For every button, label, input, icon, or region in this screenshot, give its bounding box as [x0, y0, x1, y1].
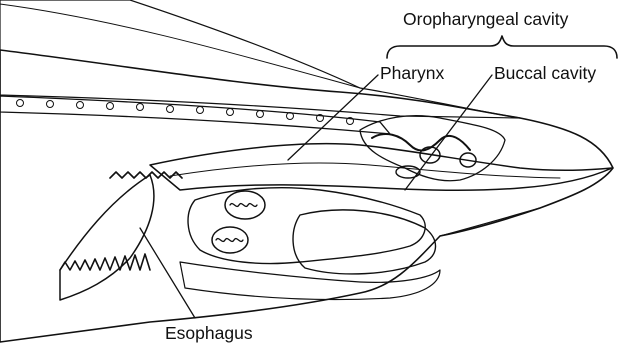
- vertebrae: [17, 100, 354, 125]
- jaw-muscle: [293, 210, 435, 274]
- vertebral-band: [0, 96, 390, 134]
- label-oropharyngeal-cavity: Oropharyngeal cavity: [403, 9, 569, 29]
- label-esophagus: Esophagus: [165, 323, 253, 343]
- esophagus-wall: [60, 175, 154, 300]
- head-body-outline: [0, 50, 613, 342]
- oropharyngeal-channel: [150, 144, 612, 191]
- lower-muscle: [180, 262, 440, 300]
- pharynx-leader: [288, 75, 378, 160]
- label-pharynx: Pharynx: [380, 63, 444, 83]
- esophagus-leader: [140, 228, 195, 318]
- cavity-bracket: [387, 36, 617, 58]
- label-buccal-cavity: Buccal cavity: [494, 63, 596, 83]
